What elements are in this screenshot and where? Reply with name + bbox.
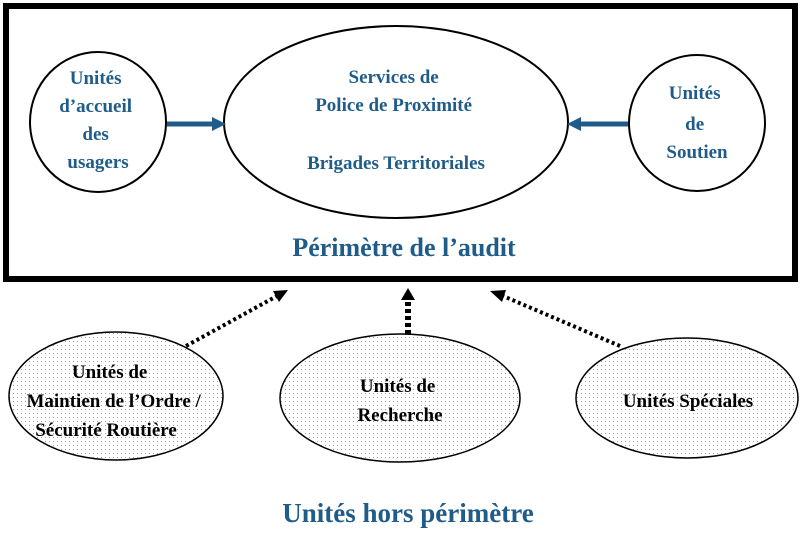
services-ellipse <box>223 25 569 219</box>
services-label: Services de Police de Proximité Brigades… <box>307 67 485 174</box>
arrow-soutien-to-services <box>567 117 628 131</box>
soutien-label: Unités de Soutien <box>666 83 728 163</box>
speciales-label: Unités Spéciales <box>623 391 753 412</box>
speciales-ellipse <box>575 337 799 459</box>
soutien-circle <box>628 54 766 192</box>
dotted-arrow-recherche <box>401 288 415 334</box>
recherche-label: Unités de Recherche <box>357 376 442 426</box>
maintien-label: Unités de Maintien de l’Ordre / Sécurité… <box>26 362 205 441</box>
outside-title: Unités hors périmètre <box>282 498 533 528</box>
accueil-circle <box>29 51 167 193</box>
dotted-arrow-speciales <box>490 290 621 348</box>
arrow-accueil-to-services <box>167 117 226 131</box>
accueil-label: Unités d’accueil des usagers <box>59 68 137 173</box>
perimeter-title: Périmètre de l’audit <box>292 233 516 262</box>
dotted-arrow-maintien <box>185 290 288 348</box>
recherche-ellipse <box>279 333 521 463</box>
maintien-ellipse <box>8 331 224 461</box>
